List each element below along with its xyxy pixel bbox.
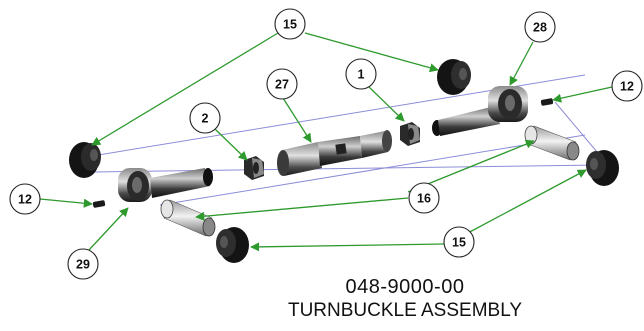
rod-end-left (118, 168, 213, 202)
callout-label: 28 (533, 21, 547, 35)
callout-2: 2 (189, 102, 221, 134)
callout-label: 15 (283, 18, 297, 32)
callout-12-left: 12 (9, 183, 41, 215)
bushing-left-upper (69, 142, 101, 178)
sleeve-right (524, 125, 580, 161)
jam-nut-left (244, 156, 264, 180)
bushing-upper-right (437, 59, 471, 95)
jam-nut-right (400, 122, 420, 146)
sleeve-left (160, 199, 216, 237)
title-block: 048-9000-00 TURNBUCKLE ASSEMBLY (270, 275, 540, 323)
callout-label: 27 (275, 78, 289, 92)
part-number: 048-9000-00 (345, 276, 465, 298)
callout-label: 15 (452, 236, 466, 250)
callout-27: 27 (266, 68, 298, 100)
callout-12-right: 12 (611, 70, 643, 102)
bushing-lower-middle (216, 227, 249, 263)
set-screw-left (92, 200, 106, 208)
callout-label: 16 (417, 192, 431, 206)
callout-label: 29 (76, 258, 90, 272)
callout-29: 29 (67, 248, 99, 280)
assembly-name: TURNBUCKLE ASSEMBLY (287, 300, 523, 321)
callout-15-bottom: 15 (443, 226, 475, 258)
callout-label: 2 (202, 112, 209, 126)
bushing-lower-right (586, 150, 619, 186)
turnbuckle-body (277, 130, 392, 176)
callout-label: 1 (358, 68, 365, 82)
callout-label: 12 (18, 193, 32, 207)
callout-16: 16 (408, 182, 440, 214)
rod-end-right (432, 86, 528, 136)
callout-label: 12 (620, 80, 634, 94)
set-screw-right (540, 98, 554, 106)
callout-1: 1 (345, 58, 377, 90)
callout-28: 28 (524, 11, 556, 43)
callout-15-top: 15 (274, 8, 306, 40)
